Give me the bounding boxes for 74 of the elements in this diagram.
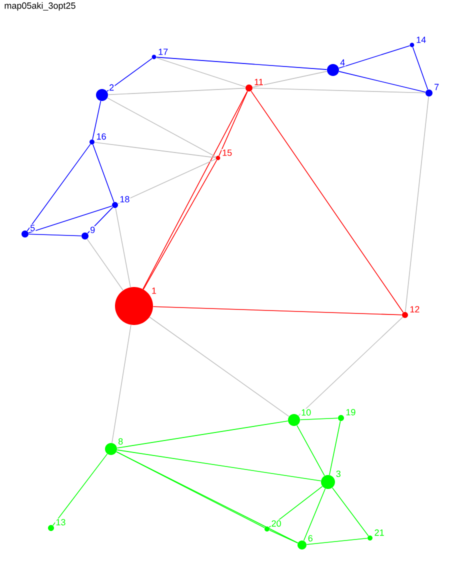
node-label: 11: [254, 78, 264, 86]
node-label: 7: [434, 83, 440, 91]
graph-edge: [298, 316, 404, 416]
vertex-dot: [426, 90, 432, 96]
vertex-dot: [246, 84, 252, 92]
graph-edge: [218, 90, 248, 156]
graph-edge: [28, 206, 112, 234]
vertex-dot: [82, 232, 88, 240]
node-label: 8: [118, 438, 124, 446]
node-label: 3: [335, 470, 342, 478]
graph-edge: [338, 71, 426, 93]
node-label: 12: [409, 306, 420, 313]
node-label: 6: [307, 534, 314, 542]
graph-edge: [108, 88, 246, 96]
graph-edge: [269, 530, 298, 544]
graph-edge: [149, 316, 290, 417]
node-label: 5: [30, 224, 36, 232]
node-label: 19: [345, 408, 356, 416]
graph-edge: [412, 46, 428, 90]
graph-edge: [112, 324, 132, 444]
graph-edge: [87, 206, 114, 234]
node-label: 4: [340, 58, 346, 66]
graph-edge: [250, 90, 404, 313]
graph-edge: [92, 144, 114, 202]
graph-edge: [156, 56, 328, 70]
graph-edge: [142, 90, 248, 290]
node-label: 20: [270, 520, 282, 528]
graph-edge: [303, 488, 326, 542]
node-label: 1: [150, 287, 158, 294]
graph-edge: [268, 486, 323, 528]
graph-edge: [118, 158, 216, 204]
node-label: 9: [90, 226, 96, 234]
graph-edge: [94, 142, 216, 158]
graph-edge: [115, 208, 131, 288]
graph-edge: [296, 425, 325, 476]
graph-edge: [332, 487, 369, 536]
vertex-dot: [298, 540, 306, 550]
graph-edge: [300, 418, 338, 420]
node-label: 21: [374, 528, 385, 536]
graph-edge: [252, 88, 426, 94]
vertex-dot: [105, 443, 117, 455]
graph-edge: [143, 160, 218, 290]
vertex-dot: [321, 475, 335, 489]
node-label: 15: [222, 149, 233, 156]
graph-edge: [152, 306, 402, 316]
vertex-dot: [96, 89, 108, 101]
node-label: 14: [416, 36, 427, 44]
graph-edge: [28, 234, 82, 236]
node-label: 2: [108, 84, 115, 92]
vertex-dot: [327, 64, 339, 76]
graph-edge: [52, 454, 108, 526]
graph-edge: [329, 420, 341, 476]
graph-edge: [106, 58, 152, 92]
graph-edge: [306, 538, 368, 545]
graph-edge: [156, 57, 246, 88]
vertex-dot: [22, 230, 28, 238]
graph-edge: [26, 144, 91, 232]
graph-edge: [86, 238, 124, 291]
node-label: 17: [158, 48, 169, 56]
vertex-dot: [288, 414, 300, 426]
graph-edge: [107, 98, 216, 158]
graph-edge: [252, 70, 328, 88]
graph-edge: [404, 96, 429, 312]
chart-title: map05aki_3opt25: [4, 2, 76, 11]
vertex-dot: [115, 287, 153, 325]
node-label: 13: [55, 518, 66, 526]
graph-edge: [338, 45, 410, 69]
graph-edge: [116, 420, 288, 448]
graph-edge: [116, 450, 322, 482]
node-label: 18: [119, 195, 130, 203]
node-label: 16: [96, 132, 107, 140]
graph-edge: [116, 451, 298, 544]
node-label: 10: [300, 408, 312, 416]
graph-edge: [92, 100, 102, 140]
